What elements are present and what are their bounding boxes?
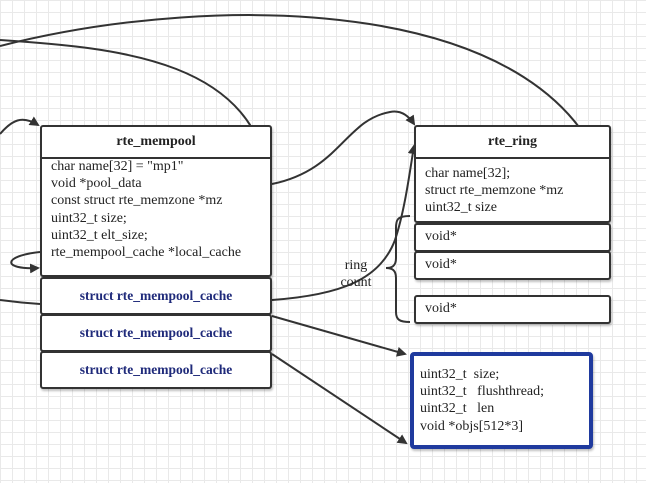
local-cache-field: uint32_t len [420,401,495,417]
ring-count-brace [385,215,411,323]
ring-slot: void* [414,223,611,252]
ring-count-label-line: ring [344,258,368,273]
mempool-cache-3: struct rte_mempool_cache [40,351,272,389]
line-into-cache-1 [0,299,41,305]
arrow-cache3-to-local [271,353,408,445]
local-cache-fields: uint32_t size; uint32_t flushthread; uin… [420,366,544,435]
mempool-field: uint32_t size; [51,210,127,226]
ring-slot: void* [414,251,611,280]
ring-field: struct rte_memzone *mz [425,183,564,199]
mempool-cache-1: struct rte_mempool_cache [40,277,272,315]
mempool-cache-2: struct rte_mempool_cache [40,314,272,352]
mempool-fields: char name[32] = "mp1" void *pool_data co… [51,158,241,261]
mempool-field: char name[32] = "mp1" [51,159,184,174]
arrow-mempool-to-ring [271,110,416,185]
mempool-field: uint32_t elt_size; [51,227,148,243]
local-cache-field: uint32_t size; [420,367,500,382]
arrow-into-mempool [0,116,40,135]
ring-count-label: ring count [336,257,376,291]
ring-field: uint32_t size [425,200,497,216]
local-cache-loop [10,251,41,274]
ring-count-label-line: count [340,275,372,290]
ring-slot: void* [414,295,611,324]
local-cache-field: void *objs[512*3] [420,418,524,434]
arrow-cache2-to-local [271,315,407,357]
ring-title: rte_ring [416,127,609,159]
local-cache-box [410,352,593,449]
mempool-field: void *pool_data [51,176,142,192]
ring-field: char name[32]; [425,166,511,181]
ring-struct-box: rte_ring char name[32]; struct rte_memzo… [414,125,611,223]
ring-fields: char name[32]; struct rte_memzone *mz ui… [425,165,563,217]
arrow-cache-to-ring [271,144,418,301]
arc-to-ring-right [0,14,610,191]
mempool-title: rte_mempool [42,127,270,159]
mempool-field: rte_mempool_cache *local_cache [51,245,242,261]
mempool-field: const struct rte_memzone *mz [51,193,223,209]
local-cache-field: uint32_t flushthread; [420,384,545,400]
mempool-struct-box: rte_mempool char name[32] = "mp1" void *… [40,125,272,277]
